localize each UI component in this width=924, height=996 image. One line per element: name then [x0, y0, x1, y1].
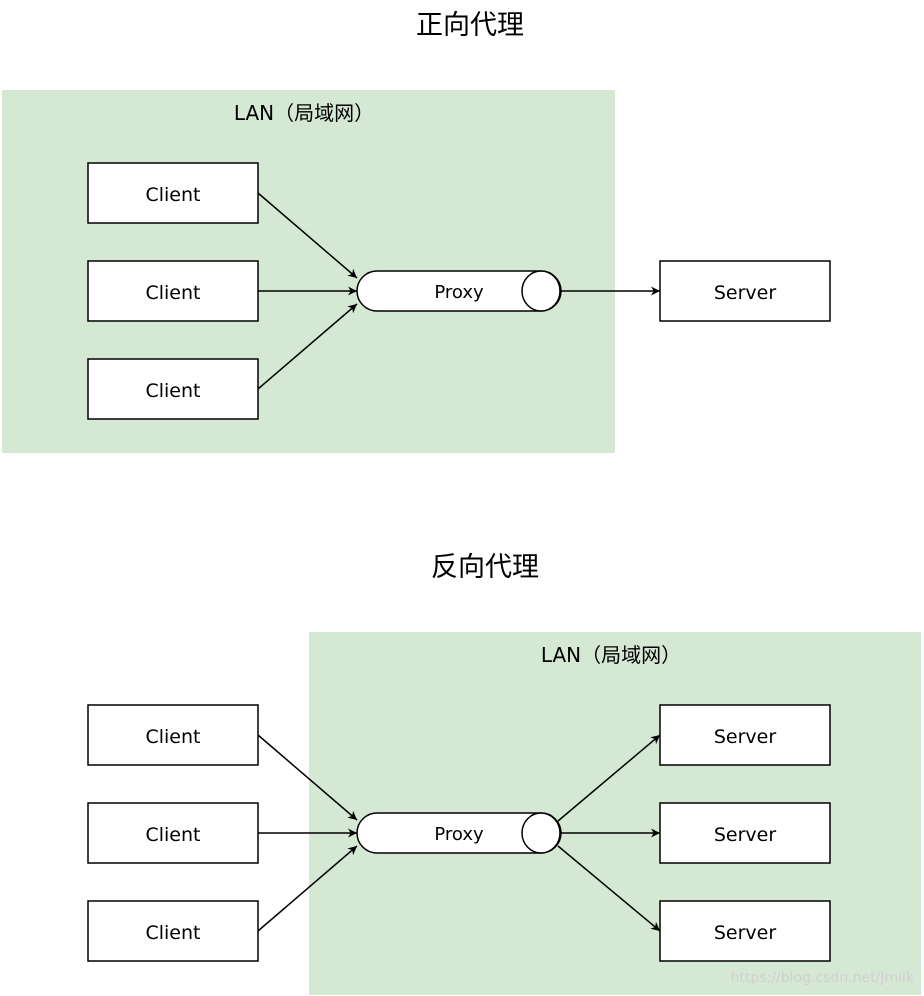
forward-client-3-label: Client: [145, 380, 200, 402]
reverse-client-2: Client: [87, 802, 259, 864]
reverse-title: 反向代理: [431, 552, 539, 583]
forward-client-1: Client: [87, 162, 259, 224]
reverse-edge-proxy-server3: [557, 845, 661, 932]
reverse-client-1: Client: [87, 704, 259, 766]
reverse-edge-client1-proxy: [257, 734, 358, 821]
forward-proxy-cylinder: Proxy: [356, 270, 562, 312]
reverse-server-1: Server: [659, 704, 831, 766]
forward-client-2-label: Client: [145, 282, 200, 304]
forward-client-3: Client: [87, 358, 259, 420]
reverse-client-3: Client: [87, 900, 259, 962]
forward-client-2: Client: [87, 260, 259, 322]
watermark: https://blog.csdn.net/Jmilk: [731, 970, 915, 986]
forward-client-1-label: Client: [145, 184, 200, 206]
reverse-client-2-label: Client: [145, 824, 200, 846]
reverse-edge-client3-proxy: [257, 845, 358, 932]
reverse-client-1-label: Client: [145, 726, 200, 748]
reverse-server-2: Server: [659, 802, 831, 864]
forward-title: 正向代理: [416, 10, 524, 41]
reverse-lan-label: LAN（局域网）: [541, 643, 681, 667]
reverse-server-3-label: Server: [714, 922, 776, 944]
forward-server: Server: [659, 260, 831, 322]
reverse-proxy-label: Proxy: [434, 824, 484, 845]
forward-edge-client3-proxy: [257, 303, 358, 390]
forward-edge-client1-proxy: [257, 192, 358, 279]
reverse-server-2-label: Server: [714, 824, 776, 846]
reverse-proxy-cylinder: Proxy: [356, 812, 562, 854]
reverse-server-3: Server: [659, 900, 831, 962]
reverse-server-1-label: Server: [714, 726, 776, 748]
reverse-client-3-label: Client: [145, 922, 200, 944]
forward-proxy-label: Proxy: [434, 282, 484, 303]
forward-lan-label: LAN（局域网）: [234, 101, 374, 125]
forward-server-label: Server: [714, 282, 776, 304]
reverse-edge-proxy-server1: [557, 734, 661, 822]
